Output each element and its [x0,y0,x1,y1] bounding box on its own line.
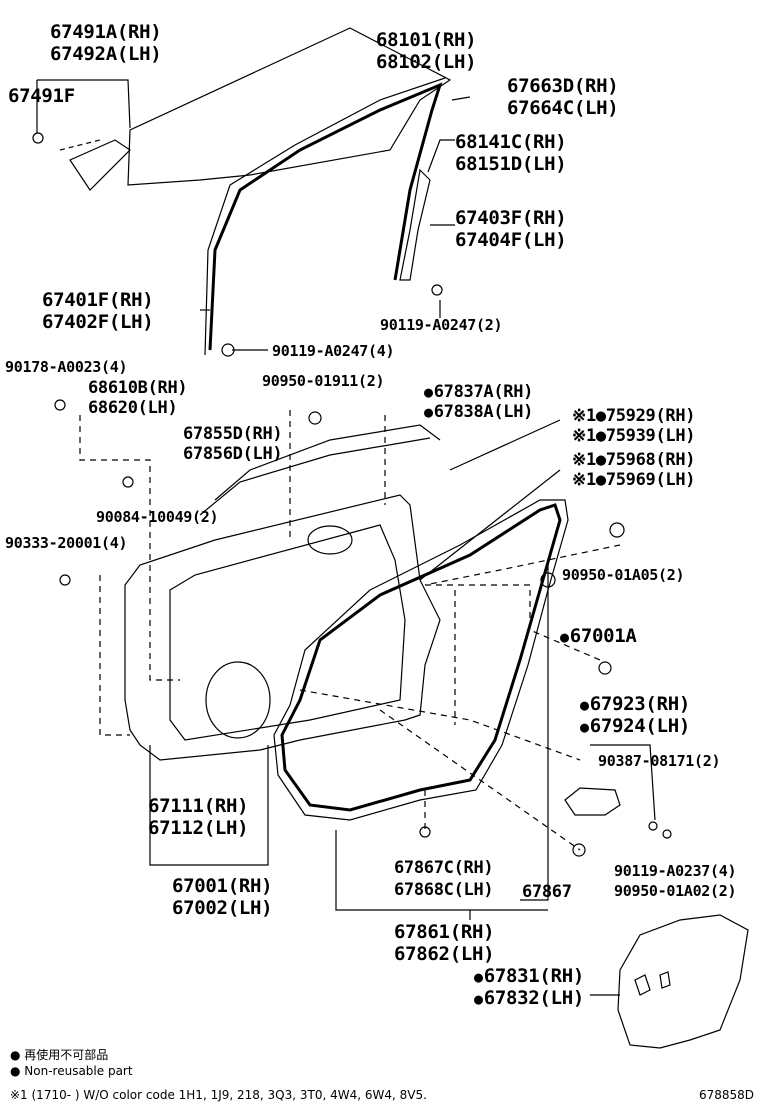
dashed-lines [79,410,621,851]
part-75929: ※1●75929(RH) [572,406,696,426]
bolts [32,132,672,857]
part-67663D: 67663D(RH) [507,75,619,97]
part-67832: 67832(LH) [474,988,585,1010]
part-67492A: 67492A(LH) [50,43,162,65]
part-67402F: 67402F(LH) [42,311,154,333]
part-67868C: 67868C(LH) [394,880,494,900]
part-67664C: 67664C(LH) [507,97,619,119]
part-90178: 90178-A0023(4) [5,358,128,376]
part-67856D: 67856D(LH) [183,444,283,464]
part-75968: ※1●75968(RH) [572,450,696,470]
part-67112: 67112(LH) [148,817,249,839]
part-90950-01A02: 90950-01A02(2) [614,882,737,900]
part-67837A: 67837A(RH) [424,382,534,402]
figure-number: 678858D [698,1088,754,1102]
part-75969: ※1●75969(LH) [572,470,696,490]
legend-non-reusable-en: ● Non-reusable part [10,1064,133,1078]
part-67404F: 67404F(LH) [455,229,567,251]
part-90119-A0247-4: 90119-A0247(4) [272,342,395,360]
part-67111: 67111(RH) [148,795,249,817]
part-67867: 67867 [522,882,572,902]
footnote: ※1 (1710- ) W/O color code 1H1, 1J9, 218… [10,1088,427,1102]
part-67002: 67002(LH) [172,897,273,919]
part-67403F: 67403F(RH) [455,207,567,229]
part-67831: 67831(RH) [474,966,585,988]
part-67401F: 67401F(RH) [42,289,154,311]
door-glass [59,27,452,191]
part-67923: 67923(RH) [580,694,691,716]
hole-cover [617,914,749,1049]
part-90387: 90387-08171(2) [598,752,721,770]
legend-non-reusable-jp: ● 再使用不可部品 [10,1048,109,1062]
part-90119-A0237: 90119-A0237(4) [614,862,737,880]
part-90950-01A05: 90950-01A05(2) [562,566,685,584]
glass-run [204,77,446,356]
part-67862: 67862(LH) [394,943,495,965]
part-67491A: 67491A(RH) [50,21,162,43]
handle-cover [564,787,621,816]
part-68620: 68620(LH) [88,398,178,418]
part-68141C: 68141C(RH) [455,131,567,153]
part-67855D: 67855D(RH) [183,424,283,444]
part-67001A: 67001A [560,626,637,648]
part-90119-A0247-2: 90119-A0247(2) [380,316,503,334]
part-67924: 67924(LH) [580,716,691,738]
part-68151D: 68151D(LH) [455,153,567,175]
part-68610B: 68610B(RH) [88,378,188,398]
part-67491F: 67491F [8,85,75,107]
weatherstrip [273,499,569,821]
part-75939: ※1●75939(LH) [572,426,696,446]
part-68102: 68102(LH) [376,51,477,73]
part-90333: 90333-20001(4) [5,534,128,552]
part-67867C: 67867C(RH) [394,858,494,878]
part-90084: 90084-10049(2) [96,508,219,526]
part-67861: 67861(RH) [394,921,495,943]
door-panel [124,424,441,761]
leader-lines [36,79,656,996]
part-67838A: 67838A(LH) [424,402,534,422]
part-68101: 68101(RH) [376,29,477,51]
part-90950-01911: 90950-01911(2) [262,372,385,390]
part-67001: 67001(RH) [172,875,273,897]
